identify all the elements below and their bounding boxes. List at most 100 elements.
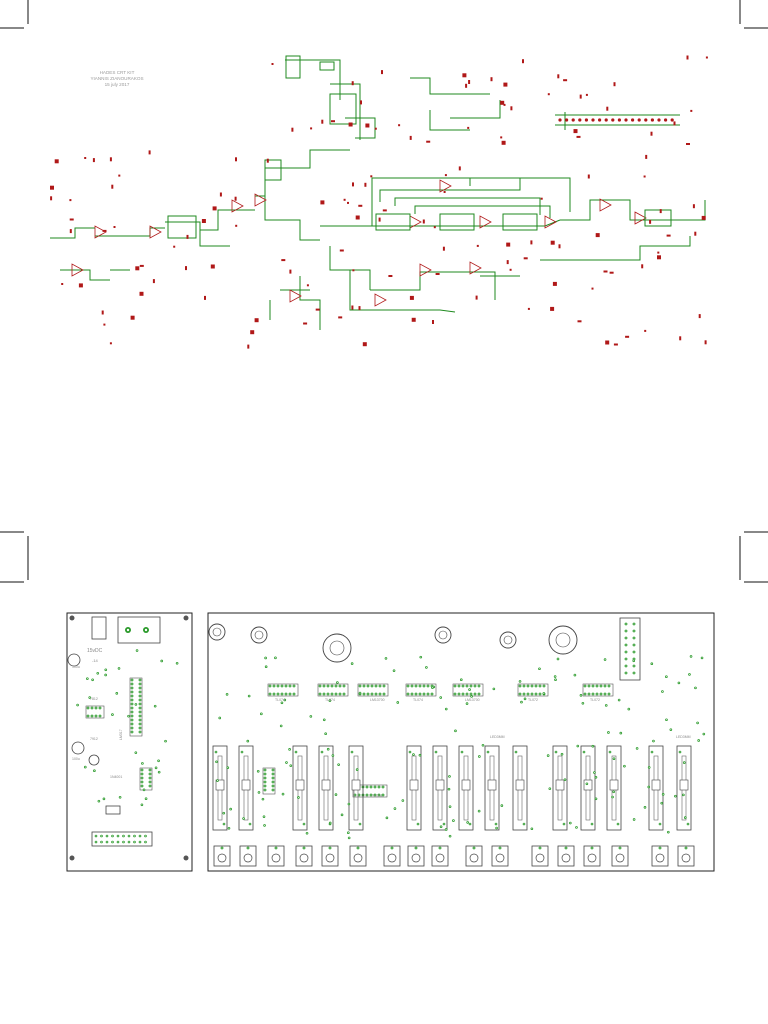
ic-main-0-pad-b4-hole [285,693,287,695]
part-122 [219,192,222,197]
pwr-pad-9-hole [176,662,178,664]
jack-16-tip-hole [685,847,687,849]
label-ic5: LM13700 [465,698,480,702]
header-pin-1 [565,118,569,122]
main-pad-92-hole [683,762,685,764]
main-pad-103-hole [258,791,260,793]
main-pad-98-hole [586,783,588,785]
ic-main-3-pad-b5-hole [427,693,429,695]
part-150 [705,56,708,59]
main-pad-46-hole [690,655,692,657]
part-13 [558,244,561,249]
ic-power-2-pad-b12-hole [139,727,141,729]
part-28 [204,295,206,300]
jack-8 [431,845,449,867]
main-pad-31-hole [347,832,349,834]
ic-power-2-pad-a9-hole [131,715,133,717]
main-pad-110-hole [501,805,503,807]
main-pad-128-hole [648,786,650,788]
ic-power-2-pad-b13-hole [139,731,141,733]
slider-10-pin1-hole [555,751,557,753]
main-pad-137-hole [412,753,414,756]
ic-main-5-pad-b1-hole [523,693,525,695]
ic-main-8-pad-a5-hole [374,786,376,788]
ic-main-5-pad-a4-hole [535,685,537,687]
ic-main-0-pad-b1-hole [273,693,275,695]
ic-main-0-pad-b2-hole [277,693,279,695]
part-144 [659,209,662,214]
crop-marks [0,0,768,583]
jack-1-tip-hole [247,847,249,849]
ic-main-4-pad-b5-hole [474,693,476,695]
main-pad-47-hole [419,754,421,756]
wire-27 [370,271,470,291]
main-pad-39-hole [549,788,551,790]
part-154 [585,93,588,96]
ic-box-5 [264,159,282,181]
wire-8 [264,176,280,221]
main-pad-112-hole [247,740,249,742]
ic-main-6-pad-b3-hole [596,693,598,695]
ic-main-8-pad-b1-hole [358,794,360,796]
pwr-pad-21-hole [145,798,147,800]
part-108 [563,79,568,82]
header-pin-0 [558,118,562,122]
ic-power-2-pad-a2-hole [131,687,133,689]
wire-40 [429,110,470,131]
main-pad-118-hole [216,780,218,782]
part-66 [587,174,590,179]
mount-hole-3 [183,855,189,861]
part-26 [650,131,653,136]
ic-power-2-pad-b11-hole [139,723,141,725]
ribbon-pin-a9-hole [144,835,147,837]
main-pad-64-hole [325,733,327,735]
ic-power-2-pad-a6-hole [131,703,133,705]
wire-37 [330,83,361,140]
hdr-pin-a4-hole [625,651,627,653]
pwr-pad-19-hole [103,798,105,800]
slider-7-pin1-hole [461,751,463,753]
jack-5 [349,845,367,867]
main-pad-87-hole [697,722,699,724]
main-pad-44-hole [310,715,312,717]
part-12 [365,123,370,128]
ic-power-2-pad-a4-hole [131,695,133,697]
main-board-components [208,617,706,867]
part-78 [84,157,87,159]
part-33 [579,94,582,99]
ic-main-9 [262,767,276,795]
main-pad-26-hole [547,755,549,757]
main-pad-25-hole [332,755,334,757]
ic-main-1-pad-a4-hole [335,685,337,687]
slider-0-pin2-hole [223,823,225,825]
ic-main-4-pad-a4-hole [470,685,472,687]
jack-12-tip-hole [565,847,567,849]
ic-box-0 [167,215,197,239]
hdr-pin-a7-hole [625,672,627,674]
part-51 [503,103,506,106]
ic-main-2-pad-a2-hole [367,685,369,687]
ribbon-pin-a7-hole [133,835,136,837]
ic-main-9-pad-a4-hole [264,785,266,787]
main-pad-124-hole [223,812,225,814]
main-pad-45-hole [467,821,469,823]
ic-main-1-pad-b2-hole [327,693,329,695]
pwr-pad-20-hole [141,804,143,806]
ic-main-2-pad-a0-hole [359,685,361,687]
hdr-pin-b0-hole [633,623,635,625]
slider-7 [458,745,474,831]
ic-main-3-pad-a2-hole [415,685,417,687]
main-pad-24-hole [592,745,594,747]
part-36 [352,269,355,272]
main-pad-66-hole [282,793,284,795]
ic-main-3-pad-b0-hole [407,693,409,695]
ic-power-3-pad-a4-hole [141,785,143,787]
ic-main-5 [517,683,549,697]
ic-main-2-pad-a6-hole [383,685,385,687]
ic-main-8-pad-a3-hole [366,786,368,788]
part-2 [444,174,447,177]
main-pad-28-hole [397,701,399,704]
ic-main-9-pad-a2-hole [264,777,266,779]
main-pad-89-hole [478,810,480,812]
switch-pad-1-hole [126,628,130,632]
